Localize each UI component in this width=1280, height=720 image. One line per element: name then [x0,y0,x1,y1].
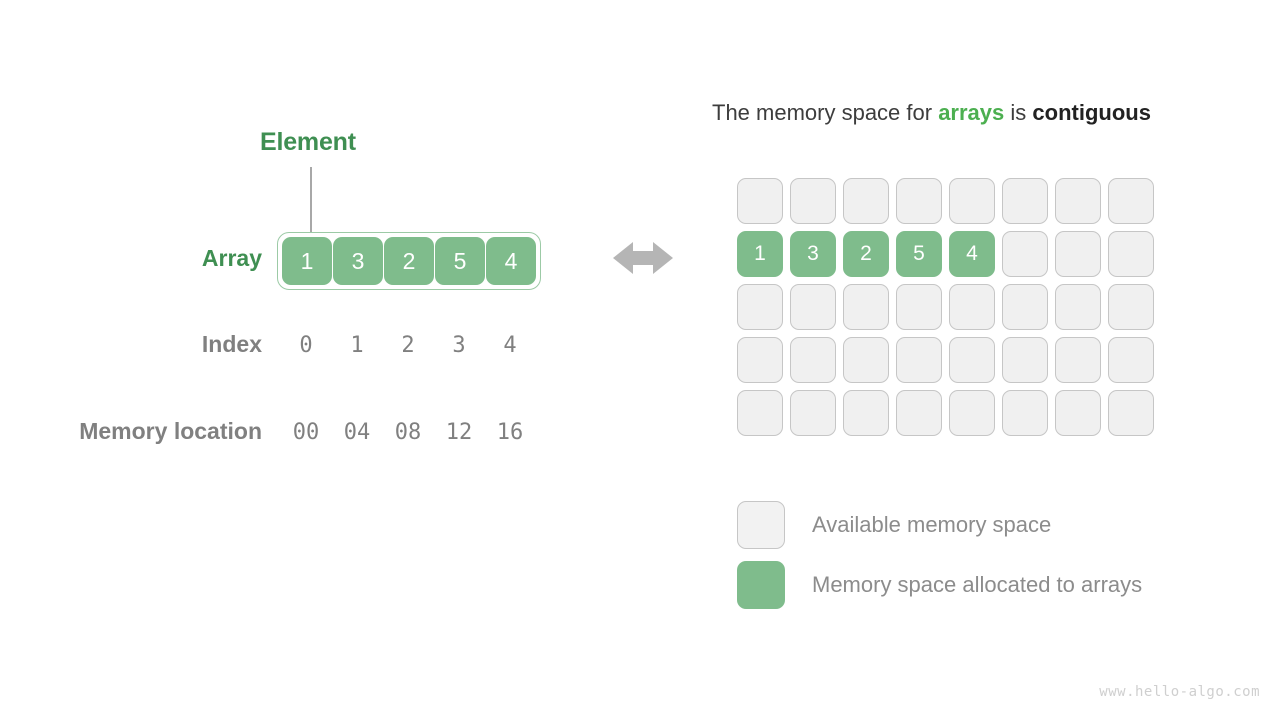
memory-cell-free [1002,337,1048,383]
memory-cell-free [1055,390,1101,436]
array-cell: 5 [435,237,485,285]
memory-cell-free [1108,284,1154,330]
index-values-row: 0 1 2 3 4 [281,333,535,358]
memory-cell-free [949,390,995,436]
memory-cell-free [1055,231,1101,277]
memory-cell-free [843,178,889,224]
memory-cell-free [843,284,889,330]
memory-layout-panel: The memory space for arrays is contiguou… [690,0,1280,720]
memory-title-contiguous-highlight: contiguous [1032,100,1151,125]
memory-cell-free [1055,178,1101,224]
memory-cell-free [1002,231,1048,277]
memory-cell-free [843,337,889,383]
memory-cell-free [1002,390,1048,436]
memory-cell-free [737,178,783,224]
memory-cell-free [1055,284,1101,330]
memory-cell-allocated: 2 [843,231,889,277]
array-cell: 4 [486,237,536,285]
memory-cell-free [1108,231,1154,277]
memory-title-arrays-highlight: arrays [938,100,1005,125]
memory-cell-free [949,337,995,383]
memory-location-value: 00 [292,420,320,445]
element-callout-label: Element [260,128,356,156]
memory-location-values-row: 00 04 08 12 16 [281,420,535,445]
memory-cell-free [790,337,836,383]
memory-cell-free [790,390,836,436]
legend-swatch-available-icon [737,501,785,549]
legend-item-allocated: Memory space allocated to arrays [737,555,1142,615]
memory-title-part1: The memory space for [712,100,939,125]
memory-cell-allocated: 4 [949,231,995,277]
memory-cell-free [737,337,783,383]
index-value: 0 [299,333,313,358]
legend-label-available: Available memory space [812,512,1052,537]
memory-title: The memory space for arrays is contiguou… [712,100,1151,126]
memory-cell-free [1002,284,1048,330]
row-label-memory-location: Memory location [79,418,262,444]
memory-cell-allocated: 5 [896,231,942,277]
memory-cell-free [1108,337,1154,383]
memory-cell-free [1002,178,1048,224]
memory-cell-free [896,390,942,436]
memory-cell-free [790,178,836,224]
array-cell: 1 [282,237,332,285]
index-value: 1 [350,333,364,358]
memory-cell-free [1108,390,1154,436]
memory-cell-free [896,178,942,224]
memory-location-value: 16 [496,420,524,445]
memory-cell-allocated: 1 [737,231,783,277]
legend-item-available: Available memory space [737,495,1142,555]
memory-cell-free [843,390,889,436]
memory-cell-free [737,390,783,436]
memory-location-value: 04 [343,420,371,445]
memory-cell-free [949,284,995,330]
element-callout-connector-line [310,167,312,237]
array-cell: 2 [384,237,434,285]
memory-title-part2: is [1004,100,1033,125]
array-container: 1 3 2 5 4 [277,232,541,290]
memory-location-value: 08 [394,420,422,445]
memory-cell-free [790,284,836,330]
memory-location-value: 12 [445,420,473,445]
memory-cell-free [737,284,783,330]
array-cell: 3 [333,237,383,285]
row-label-array: Array [201,245,262,271]
index-value: 3 [452,333,466,358]
memory-cell-free [1108,178,1154,224]
legend-label-allocated: Memory space allocated to arrays [812,572,1143,597]
array-diagram-panel: Element Array Index Memory location 1 3 … [79,128,541,445]
memory-cell-free [896,337,942,383]
memory-cell-free [1055,337,1101,383]
legend: Available memory space Memory space allo… [737,495,1142,615]
watermark: www.hello-algo.com [1099,684,1260,700]
index-value: 2 [401,333,415,358]
double-arrow-horizontal-icon [613,236,673,280]
index-value: 4 [503,333,517,358]
row-label-index: Index [201,331,262,357]
memory-cell-free [949,178,995,224]
memory-cell-free [896,284,942,330]
legend-swatch-allocated-icon [737,561,785,609]
memory-cell-allocated: 3 [790,231,836,277]
